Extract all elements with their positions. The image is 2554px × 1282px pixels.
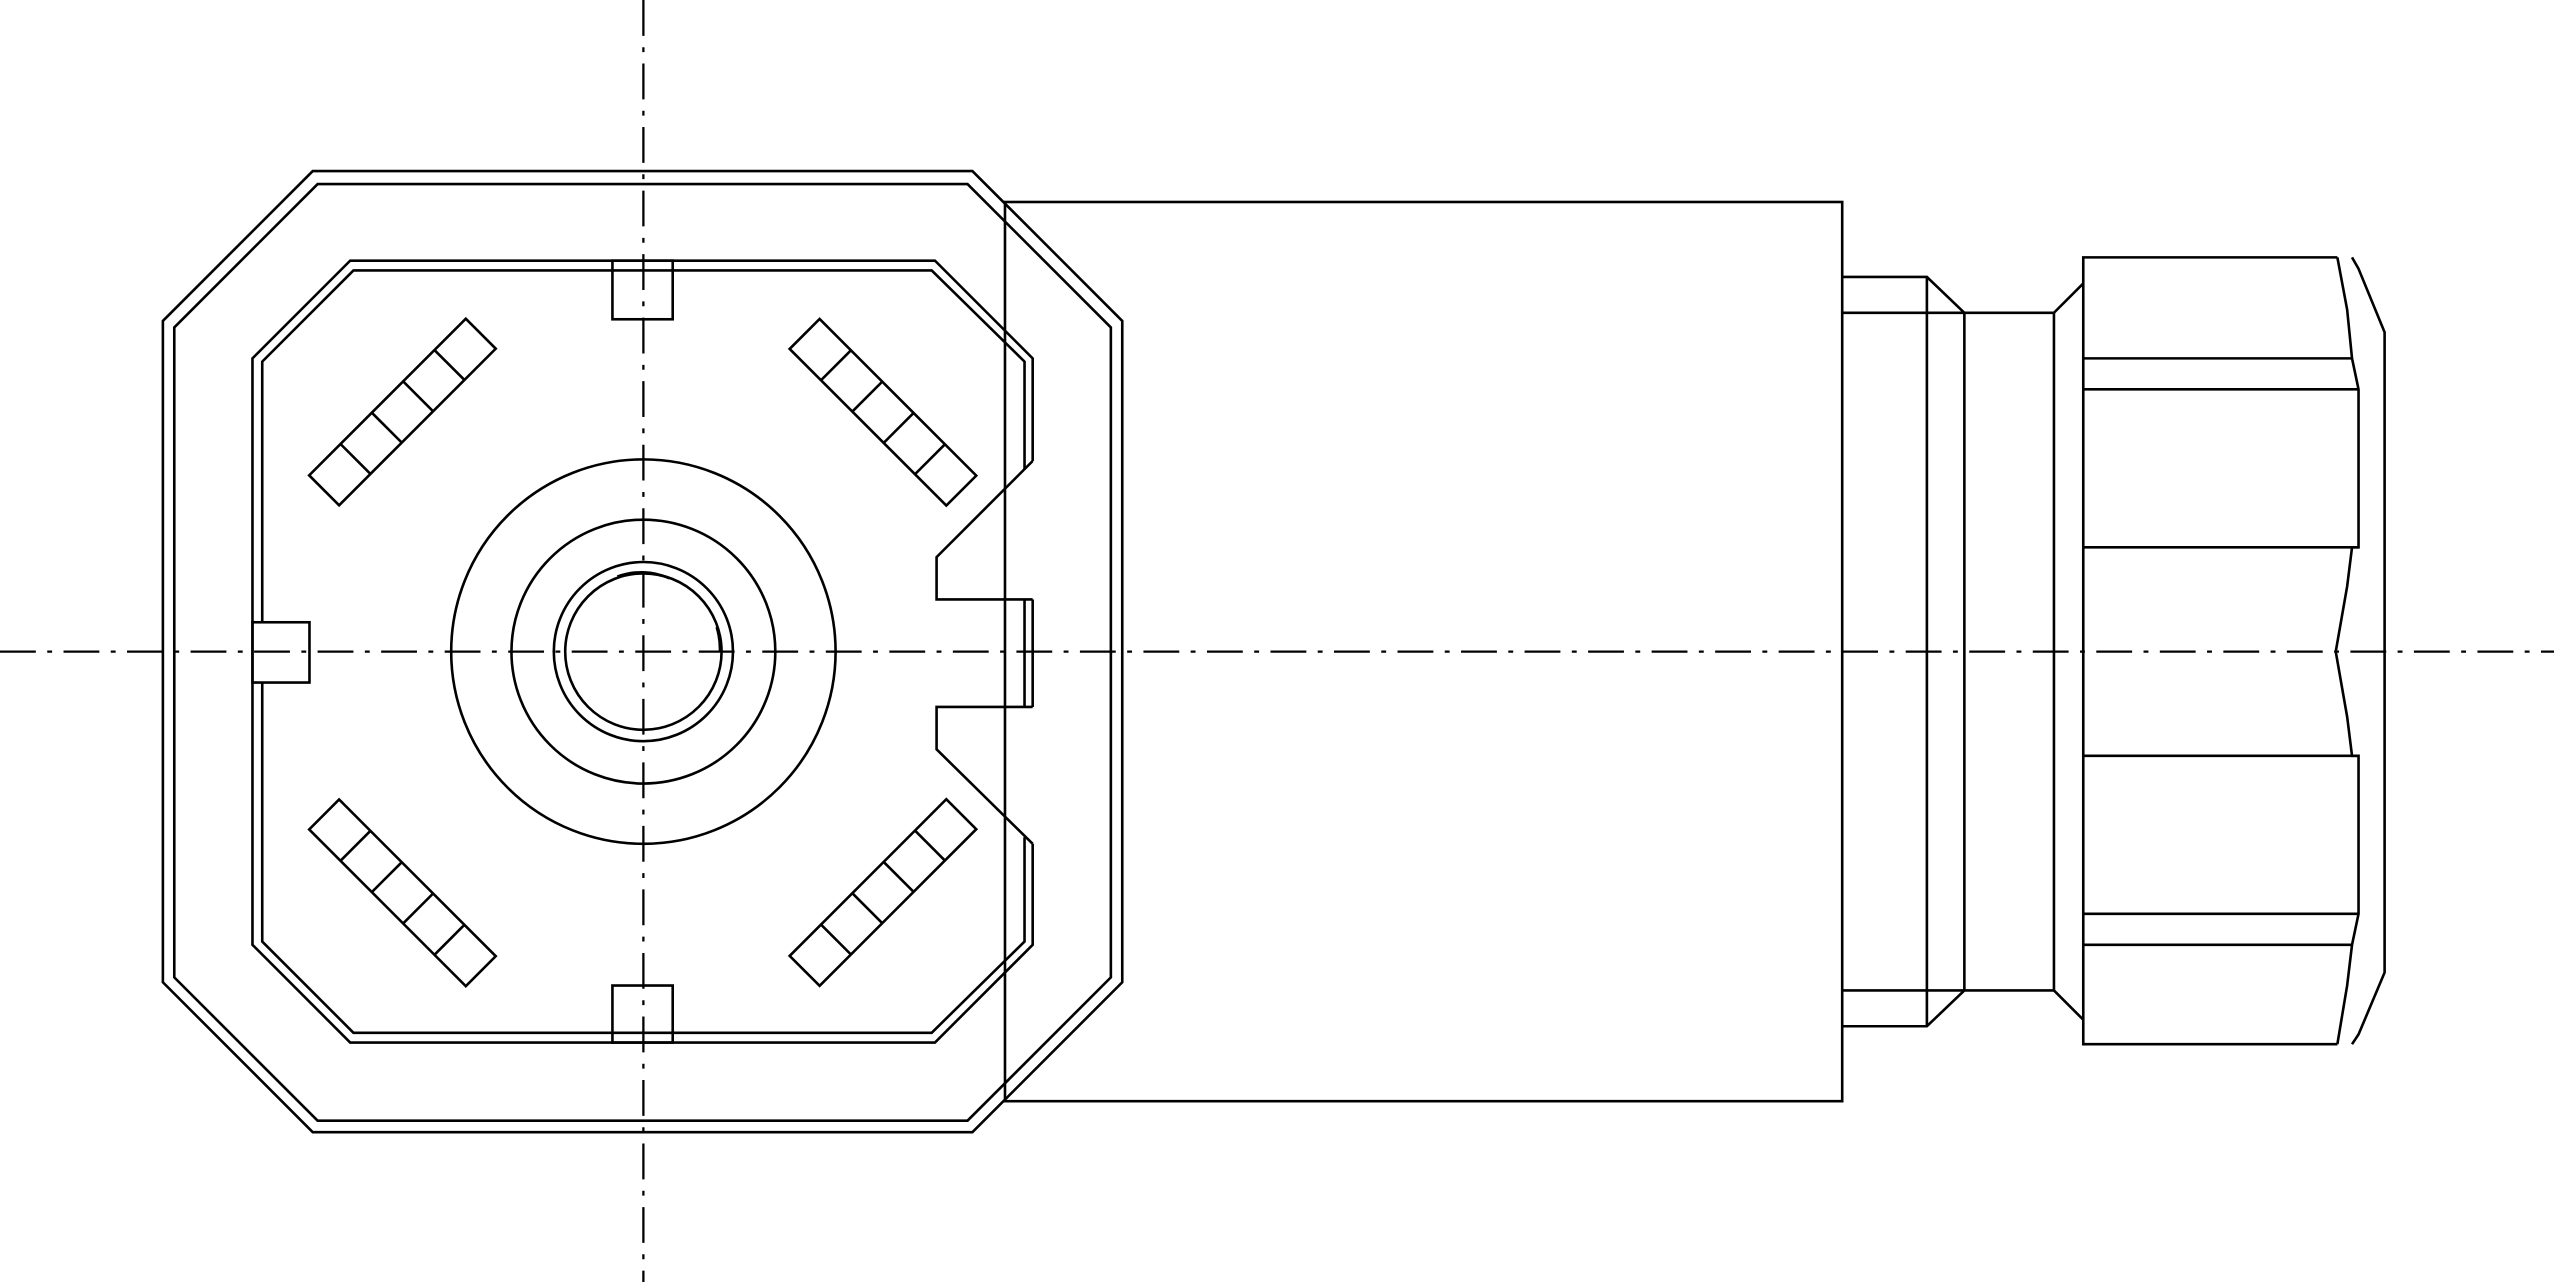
slot-divider [914,443,946,476]
slot-divider [882,412,915,444]
slot-divider [402,892,435,925]
slot-divider [820,923,852,956]
contact-slot [307,316,498,508]
slot-divider [370,861,403,894]
slot-divider [433,349,466,381]
slot-divider [339,443,372,475]
flange-top [1842,275,1966,314]
contact-slot [787,317,979,508]
housing-body [1003,200,1844,1103]
flange-bottom [1842,989,1966,1028]
frame-inner-top [260,269,1026,623]
slot-divider [402,380,435,413]
contact-slot [307,797,498,988]
outer-octagon [161,169,1124,1134]
slot-divider [914,829,946,862]
frame-inner-bottom [260,682,1026,1035]
nut-profile [2334,257,2360,1045]
slot-divider [851,380,884,413]
right-notch-bottom [935,705,1034,845]
nut-outer-profile [2350,256,2386,1045]
slot-divider [370,411,403,444]
slot-divider [882,860,915,893]
middle-ring [510,518,777,785]
chamfer-bottom [2053,989,2085,1021]
inner-ring [552,560,735,743]
slot-divider [851,892,884,925]
left-tab [251,620,311,684]
contact-slot [787,797,979,988]
side-view [1003,200,2386,1103]
top-tab [611,259,675,321]
slot-divider [820,349,852,382]
front-view [161,169,1124,1134]
slot-divider [433,923,466,956]
cable-nut [2081,256,2338,1046]
slot-divider [339,829,372,862]
inner-octagon [172,182,1113,1123]
chamfer-top [2053,282,2085,314]
right-notch-top [935,460,1034,601]
outer-ring [449,458,837,846]
key-arc-right [715,626,722,652]
bottom-tab [611,984,675,1044]
key-arc [616,571,670,580]
contact-slots [307,316,979,988]
